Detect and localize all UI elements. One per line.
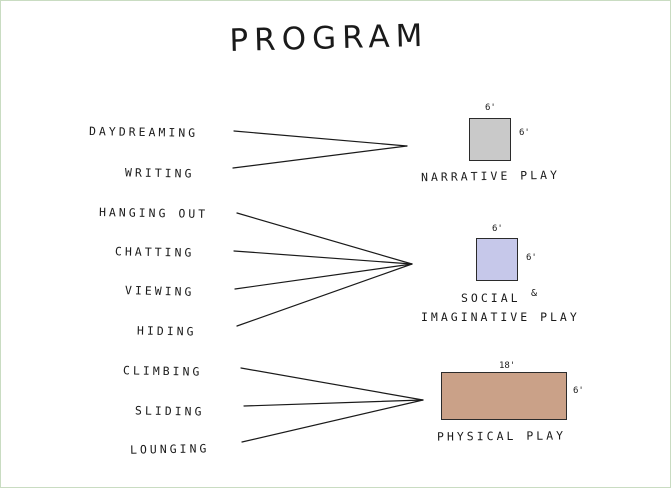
social-imaginative-play-zone bbox=[476, 238, 518, 281]
activity-sliding: SLIDING bbox=[134, 403, 205, 419]
connector-climbing-to-physical bbox=[240, 367, 424, 401]
activity-lounging: LOUNGING bbox=[129, 441, 210, 457]
social-width-dimension: 6' bbox=[492, 224, 503, 234]
physical-play-label: PHYSICAL PLAY bbox=[436, 428, 567, 444]
activity-climbing: CLIMBING bbox=[122, 363, 203, 379]
connector-viewing-to-social bbox=[234, 263, 413, 290]
physical-width-dimension: 18' bbox=[499, 361, 516, 371]
physical-depth-dimension: 6' bbox=[573, 386, 584, 396]
connector-writing-to-narrative bbox=[232, 145, 408, 169]
narrative-play-zone bbox=[469, 118, 511, 161]
activity-viewing: VIEWING bbox=[124, 283, 195, 299]
activity-hiding: HIDING bbox=[136, 323, 197, 339]
connector-daydreaming-to-narrative bbox=[233, 130, 408, 147]
social-depth-dimension: 6' bbox=[526, 253, 537, 263]
activity-writing: WRITING bbox=[124, 165, 195, 181]
connector-hanging-out-to-social bbox=[236, 212, 413, 265]
social-play-label-line-1: SOCIAL bbox=[461, 291, 521, 305]
narrative-depth-dimension: 6' bbox=[519, 128, 530, 138]
connector-chatting-to-social bbox=[233, 250, 413, 265]
physical-play-zone bbox=[441, 372, 567, 420]
connector-lounging-to-physical bbox=[241, 399, 424, 443]
activity-hanging-out: HANGING OUT bbox=[98, 205, 209, 221]
narrative-play-label: NARRATIVE PLAY bbox=[420, 167, 561, 185]
connector-hiding-to-social bbox=[236, 263, 413, 327]
social-play-label-line-2: IMAGINATIVE PLAY bbox=[421, 310, 580, 324]
activity-daydreaming: DAYDREAMING bbox=[88, 124, 199, 140]
social-play-ampersand: & bbox=[531, 288, 541, 299]
connector-sliding-to-physical bbox=[243, 399, 424, 407]
narrative-width-dimension: 6' bbox=[485, 103, 496, 113]
activity-chatting: CHATTING bbox=[114, 244, 195, 260]
